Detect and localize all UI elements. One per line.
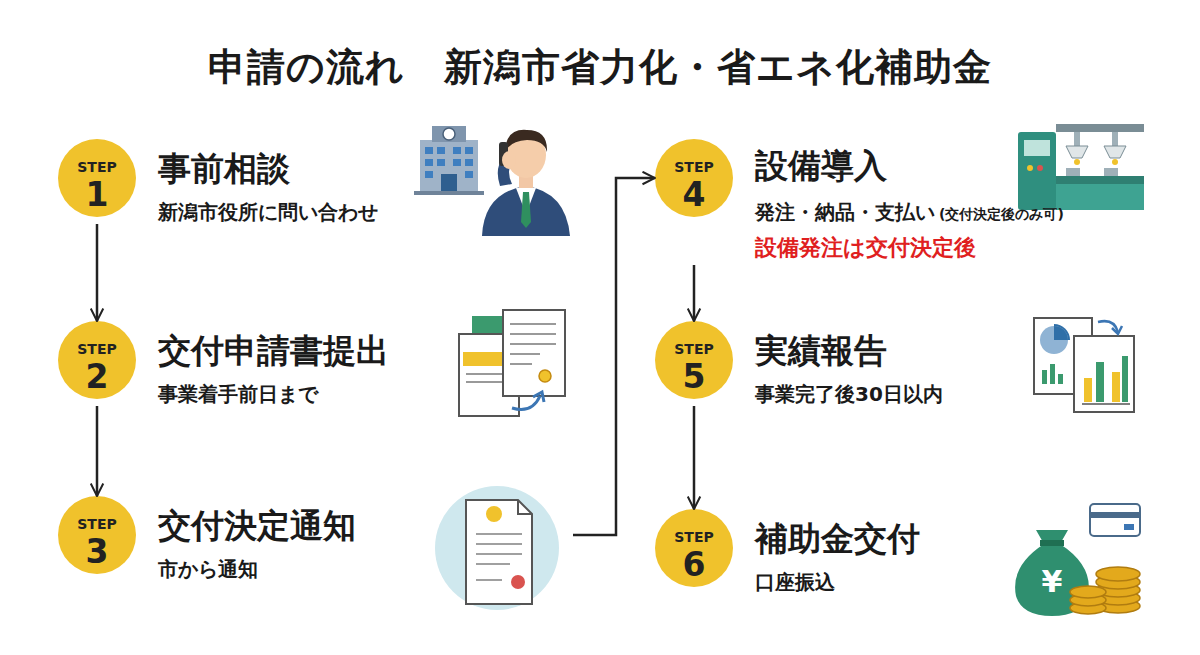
step-number: STEP 5 (672, 326, 716, 393)
step-node: STEP 6 補助金交付口座振込 (655, 509, 1145, 594)
money-icon: ¥ (1015, 504, 1140, 616)
step-badge: STEP 2 (58, 321, 136, 399)
step-body-row: 市から通知 (158, 556, 258, 583)
step-heading: 補助金交付 (755, 517, 920, 562)
flow-arrow (693, 265, 696, 321)
step-description: 市から通知 (158, 556, 258, 583)
step-badge: STEP 1 (58, 139, 136, 217)
step-body-row: 事業完了後30日以内 (755, 381, 943, 408)
flow-arrow (573, 178, 655, 535)
step-number: STEP 6 (672, 514, 716, 581)
step-number: STEP 4 (672, 144, 716, 211)
documents-icon (459, 310, 565, 416)
step-body-row: 発注・納品・支払い(交付決定後のみ可) (755, 199, 1064, 226)
person-icon (482, 130, 570, 236)
step-number: STEP 2 (75, 326, 119, 393)
flow-arrow (96, 406, 99, 496)
step-note: (交付決定後のみ可) (939, 206, 1064, 224)
step-node: STEP 2 交付申請書提出事業着手前日まで (58, 321, 573, 406)
step-node: STEP 3 交付決定通知市から通知 (58, 496, 573, 581)
step-node: STEP 5 実績報告事業完了後30日以内 (655, 321, 1145, 406)
step-body-row: 新潟市役所に問い合わせ (158, 199, 378, 226)
flow-arrow (96, 224, 99, 321)
step-description: 口座振込 (755, 569, 835, 596)
step-heading: 設備導入 (755, 144, 887, 189)
flow-arrow (693, 406, 696, 509)
report-icon (1034, 318, 1134, 412)
step-description: 発注・納品・支払い (755, 199, 935, 226)
notice-icon (435, 486, 559, 610)
step-heading: 事前相談 (158, 147, 290, 192)
step-node: STEP 1 事前相談新潟市役所に問い合わせ (58, 139, 573, 224)
step-description: 事業完了後30日以内 (755, 381, 943, 408)
office-icon (414, 126, 484, 195)
svg-text:¥: ¥ (1042, 564, 1063, 599)
step-node: STEP 4 設備導入発注・納品・支払い(交付決定後のみ可) 設備発注は交付決定後 (655, 139, 1145, 265)
step-badge: STEP 5 (655, 321, 733, 399)
step-body-row: 口座振込 (755, 569, 835, 596)
warning-note: 設備発注は交付決定後 (755, 233, 976, 263)
step-badge: STEP 6 (655, 509, 733, 587)
step-description: 事業着手前日まで (158, 381, 318, 408)
step-number: STEP 3 (75, 501, 119, 568)
step-badge: STEP 3 (58, 496, 136, 574)
step-heading: 交付決定通知 (158, 504, 356, 549)
diagram-title: 申請の流れ 新潟市省力化・省エネ化補助金 (0, 42, 1200, 93)
step-body-row: 事業着手前日まで (158, 381, 318, 408)
step-badge: STEP 4 (655, 139, 733, 217)
step-heading: 交付申請書提出 (158, 329, 389, 374)
step-number: STEP 1 (75, 144, 119, 211)
step-heading: 実績報告 (755, 329, 887, 374)
machine-icon (1018, 124, 1144, 210)
step-description: 新潟市役所に問い合わせ (158, 199, 378, 226)
